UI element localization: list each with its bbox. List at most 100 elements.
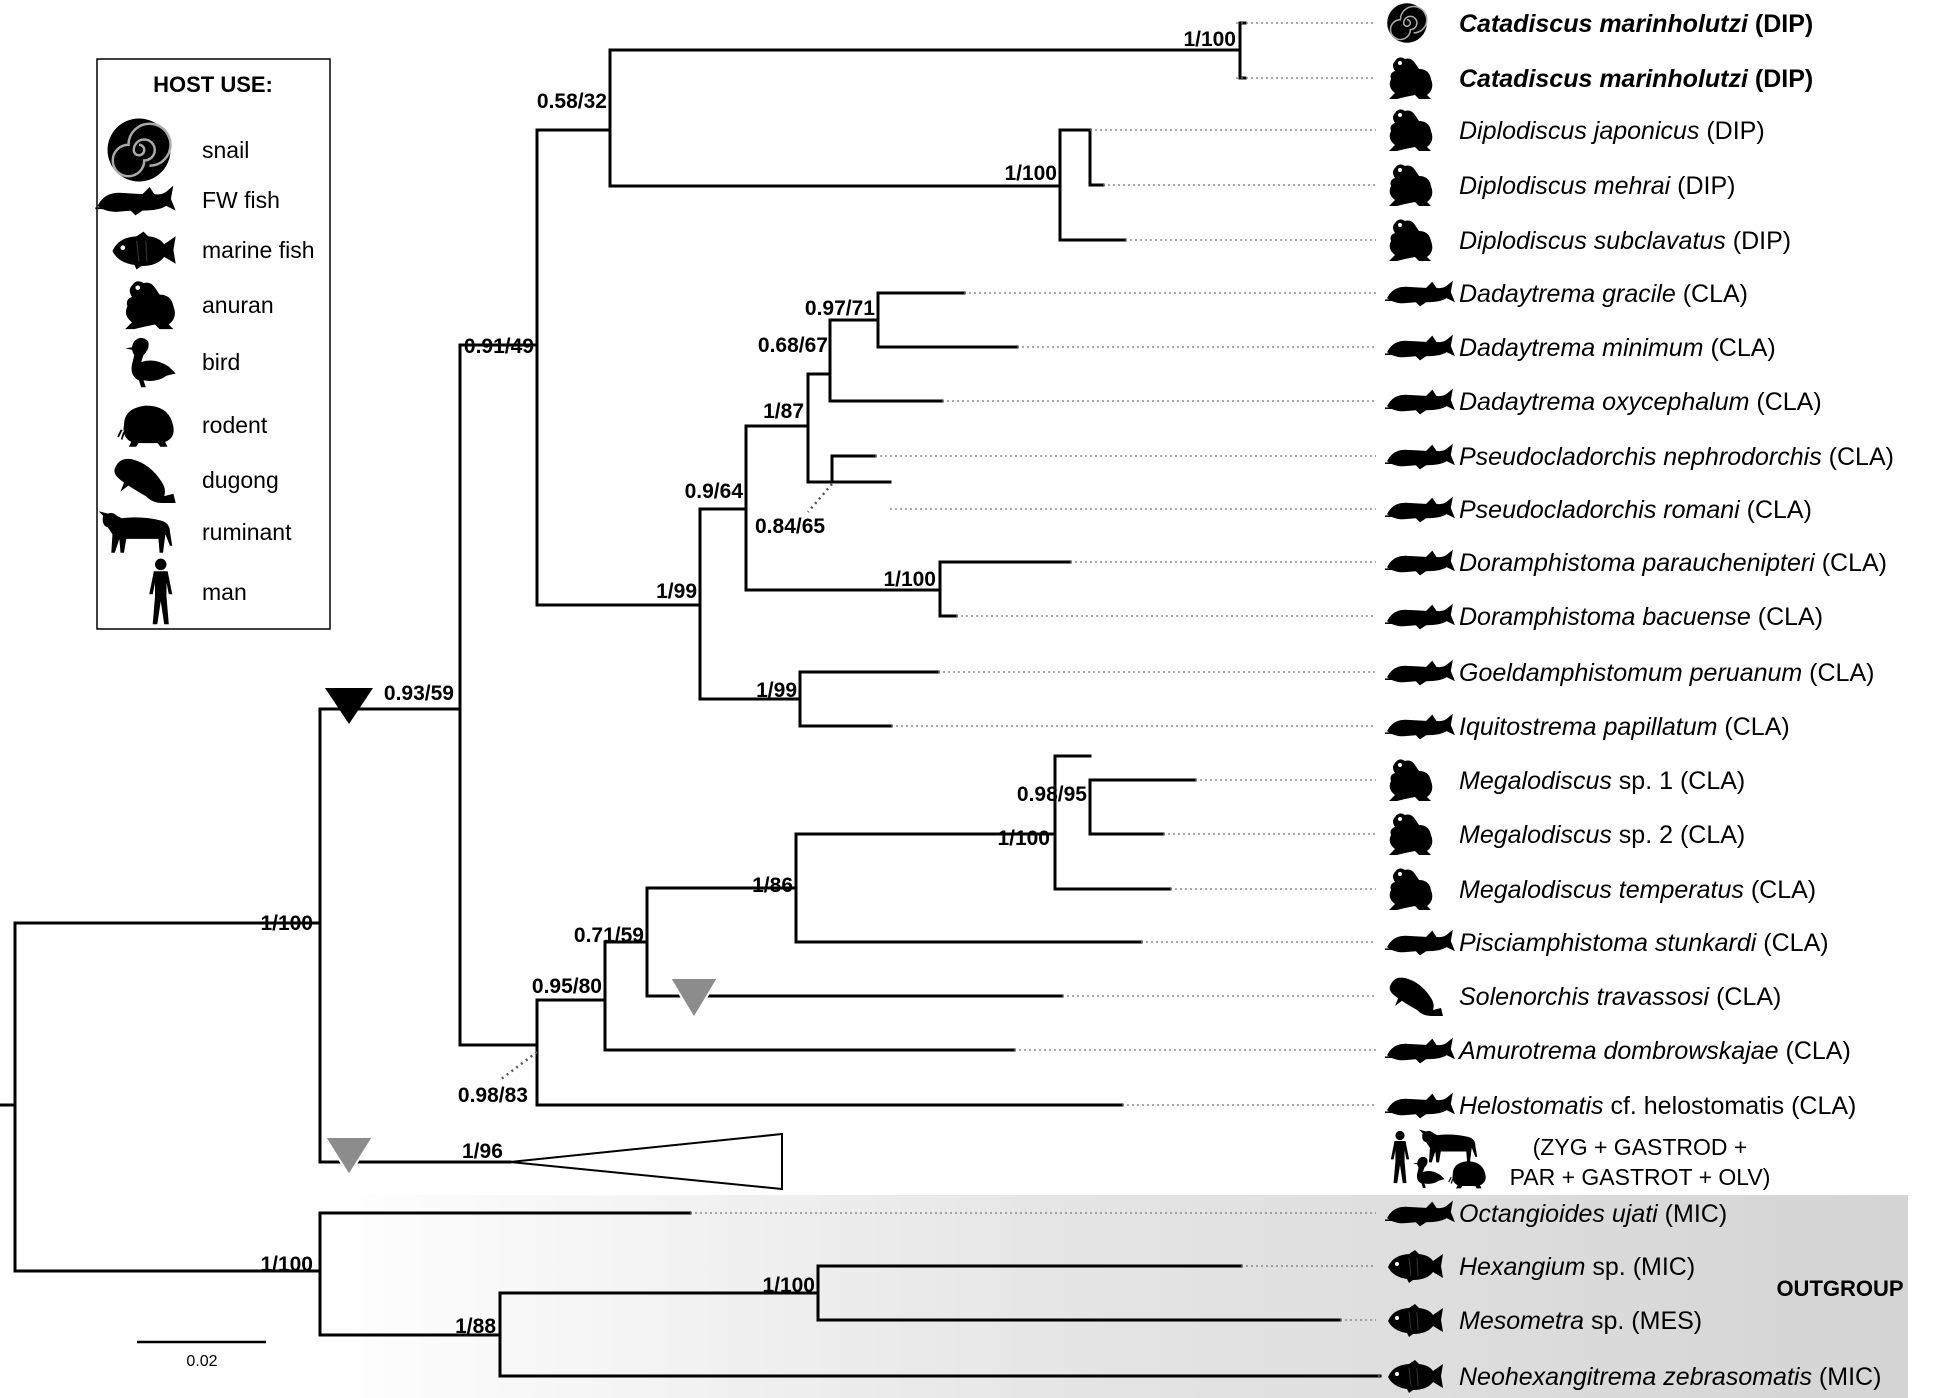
taxon-suffix: (CLA)	[1779, 1037, 1851, 1065]
fw-fish-icon	[1385, 1091, 1456, 1120]
scale-bar: 0.02	[137, 1340, 266, 1370]
taxon-genus: Megalodiscus	[1459, 821, 1612, 849]
support-value: 0.93/59	[384, 682, 454, 705]
support-connector	[499, 1051, 538, 1081]
taxon-name: Amurotrema dombrowskajae (CLA)	[1457, 1037, 1851, 1065]
taxon-suffix: sp. (MIC)	[1585, 1253, 1695, 1281]
anuran-icon	[1389, 759, 1433, 801]
taxon-name: Dadaytrema gracile (CLA)	[1459, 280, 1748, 308]
taxon-genus: Diplodiscus subclavatus	[1459, 227, 1726, 255]
taxon-name: Megalodiscus sp. 2 (CLA)	[1459, 821, 1745, 849]
taxon-genus: Megalodiscus	[1459, 767, 1612, 795]
taxon-name: Catadiscus marinholutzi (DIP)	[1459, 65, 1813, 93]
taxon-row: Helostomatis cf. helostomatis (CLA)	[1385, 1091, 1856, 1120]
snail-icon	[106, 117, 172, 183]
taxon-name: Helostomatis cf. helostomatis (CLA)	[1459, 1092, 1856, 1120]
dugong-icon	[1389, 977, 1443, 1016]
taxon-suffix: sp. 1 (CLA)	[1612, 767, 1745, 795]
support-value: 0.97/71	[805, 297, 875, 320]
taxon-name: Mesometra sp. (MES)	[1459, 1307, 1702, 1335]
taxon-row: Goeldamphistomum peruanum (CLA)	[1385, 658, 1874, 687]
taxon-suffix: (DIP)	[1699, 117, 1764, 145]
taxon-genus: Mesometra	[1459, 1307, 1584, 1335]
taxon-name: Iquitostrema papillatum (CLA)	[1459, 713, 1790, 741]
support-value: 0.98/95	[1017, 783, 1087, 806]
taxon-genus: Diplodiscus mehrai	[1459, 172, 1672, 200]
taxon-genus: Solenorchis travassosi	[1459, 983, 1711, 1011]
legend-item-dugong: dugong	[114, 458, 279, 503]
grey-triangle-marker-solenorchis	[668, 977, 720, 1020]
taxon-genus: Doramphistoma parauchenipteri	[1459, 549, 1816, 577]
legend-label: man	[202, 579, 247, 605]
support-value: 0.84/65	[755, 515, 825, 538]
taxon-name: Diplodiscus mehrai (DIP)	[1459, 172, 1735, 200]
taxon-suffix: (CLA)	[1709, 983, 1781, 1011]
collapsed-clade-label: (ZYG + GASTROD + PAR + GASTROT + OLV)	[1390, 1129, 1770, 1190]
taxon-suffix: (DIP)	[1748, 65, 1813, 93]
taxon-suffix: (MIC)	[1812, 1363, 1881, 1391]
taxon-name: Dadaytrema oxycephalum (CLA)	[1459, 388, 1822, 416]
taxon-name: Diplodiscus japonicus (DIP)	[1459, 117, 1765, 145]
taxon-row: Mesometra sp. (MES)	[1387, 1303, 1702, 1338]
taxon-suffix: (CLA)	[1740, 496, 1812, 524]
taxon-suffix: sp. 2 (CLA)	[1612, 821, 1745, 849]
taxon-genus: Goeldamphistomum peruanum	[1459, 659, 1802, 687]
taxon-genus: Helostomatis	[1459, 1092, 1604, 1120]
legend-label: bird	[202, 349, 240, 375]
anuran-icon	[1389, 109, 1433, 151]
taxon-row: Dadaytrema oxycephalum (CLA)	[1385, 387, 1822, 416]
taxon-suffix: (CLA)	[1751, 603, 1823, 631]
bird-icon	[1412, 1156, 1445, 1188]
taxon-genus: Amurotrema dombrowskajae	[1457, 1037, 1779, 1065]
taxon-suffix: (CLA)	[1749, 388, 1821, 416]
snail-icon	[1386, 2, 1428, 44]
support-value: 1/96	[462, 1140, 503, 1163]
outgroup-shade	[315, 1195, 1908, 1398]
taxon-row: Amurotrema dombrowskajae (CLA)	[1385, 1036, 1851, 1065]
support-value: 1/100	[260, 1253, 313, 1276]
taxon-suffix: (CLA)	[1815, 549, 1887, 577]
taxon-genus: Pseudocladorchis nephrodorchis	[1459, 443, 1822, 471]
taxon-row: Catadiscus marinholutzi (DIP)	[1389, 57, 1813, 99]
black-triangle-marker	[325, 688, 373, 724]
taxon-row: Diplodiscus mehrai (DIP)	[1389, 164, 1735, 206]
scale-bar-label: 0.02	[186, 1353, 217, 1370]
anuran-icon	[1389, 813, 1433, 855]
taxon-name: Solenorchis travassosi (CLA)	[1459, 983, 1781, 1011]
legend-label: ruminant	[202, 519, 292, 545]
taxon-genus: Catadiscus marinholutzi	[1459, 10, 1749, 38]
legend-label: FW fish	[202, 187, 280, 213]
support-value: 1/100	[883, 568, 936, 591]
fw-fish-icon	[1385, 387, 1456, 416]
taxon-row: Catadiscus marinholutzi (DIP)	[1386, 2, 1813, 44]
support-value: 1/100	[1183, 28, 1236, 51]
support-value: 1/99	[656, 580, 697, 603]
support-value: 0.58/32	[537, 90, 607, 113]
grey-triangle-marker-collapsed	[323, 1136, 375, 1177]
support-value: 0.71/59	[574, 924, 644, 947]
taxon-row: Megalodiscus sp. 1 (CLA)	[1389, 759, 1745, 801]
legend-item-ruminant: ruminant	[98, 511, 292, 553]
taxon-suffix: (DIP)	[1726, 227, 1791, 255]
taxon-suffix: (CLA)	[1822, 443, 1894, 471]
taxon-suffix: cf. helostomatis (CLA)	[1604, 1092, 1857, 1120]
support-value: 1/100	[997, 827, 1050, 850]
taxon-row: Pisciamphistoma stunkardi (CLA)	[1385, 928, 1829, 957]
taxon-name: Hexangium sp. (MIC)	[1459, 1253, 1695, 1281]
legend-item-bird: bird	[125, 337, 240, 388]
fw-fish-icon	[1385, 1036, 1456, 1065]
fw-fish-icon	[1385, 279, 1456, 308]
ruminant-icon	[1419, 1129, 1478, 1163]
support-value: 1/86	[752, 874, 793, 897]
taxon-row: Dadaytrema minimum (CLA)	[1385, 333, 1776, 362]
taxon-name: Pseudocladorchis romani (CLA)	[1459, 496, 1812, 524]
taxon-row: Iquitostrema papillatum (CLA)	[1385, 712, 1790, 741]
taxon-name: Catadiscus marinholutzi (DIP)	[1459, 10, 1813, 38]
taxon-row: Solenorchis travassosi (CLA)	[1389, 977, 1781, 1016]
taxon-name: Pseudocladorchis nephrodorchis (CLA)	[1459, 443, 1894, 471]
taxon-genus: Pseudocladorchis romani	[1459, 496, 1741, 524]
taxon-name: Doramphistoma parauchenipteri (CLA)	[1459, 549, 1887, 577]
legend-item-marine-fish: marine fish	[111, 230, 314, 271]
support-value: 0.68/67	[758, 334, 828, 357]
